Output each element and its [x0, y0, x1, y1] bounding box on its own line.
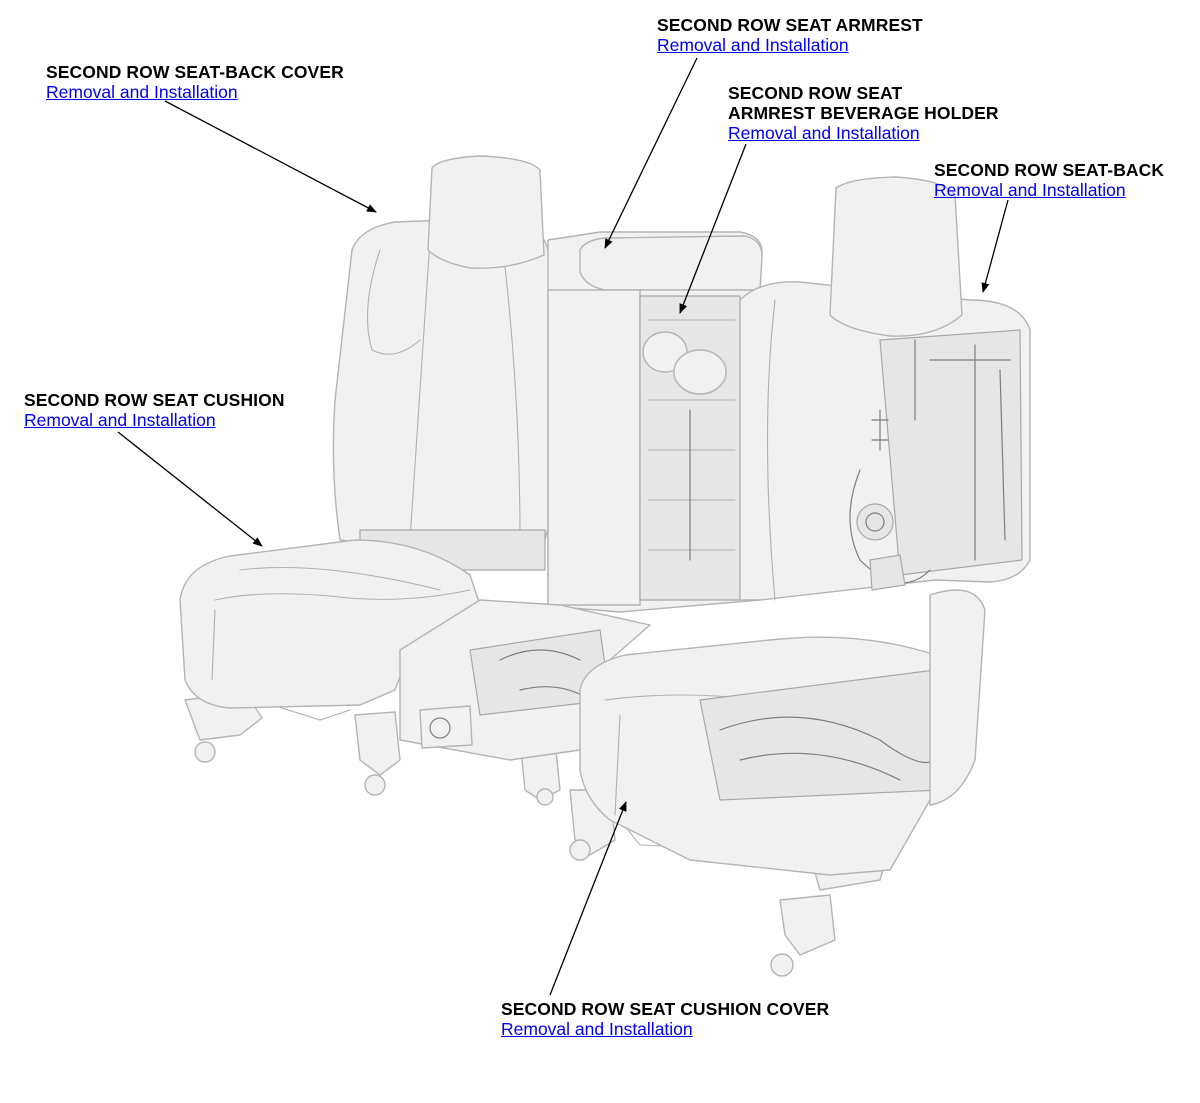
removal-installation-link[interactable]: Removal and Installation: [46, 82, 238, 102]
callout-seat-back-cover: SECOND ROW SEAT-BACK COVER Removal and I…: [46, 62, 344, 103]
center-seat-cushion: [399, 599, 651, 761]
callout-seat-cushion-cover: SECOND ROW SEAT CUSHION COVER Removal an…: [501, 999, 829, 1040]
callout-title: SECOND ROW SEAT ARMREST: [657, 15, 923, 35]
removal-installation-link[interactable]: Removal and Installation: [934, 180, 1126, 200]
removal-installation-link[interactable]: Removal and Installation: [728, 123, 920, 143]
right-seat-back: [739, 176, 1031, 601]
removal-installation-link[interactable]: Removal and Installation: [501, 1019, 693, 1039]
callout-seat-cushion: SECOND ROW SEAT CUSHION Removal and Inst…: [24, 390, 285, 431]
leader-lines: [117, 57, 1009, 996]
callout-title: SECOND ROW SEAT-BACK: [934, 160, 1165, 180]
right-seat-cushion: [579, 589, 986, 876]
callout-armrest-beverage-holder: SECOND ROW SEAT ARMREST BEVERAGE HOLDER …: [728, 83, 999, 144]
center-seat-back: [547, 231, 763, 613]
callout-seat-armrest: SECOND ROW SEAT ARMREST Removal and Inst…: [657, 15, 923, 56]
removal-installation-link[interactable]: Removal and Installation: [24, 410, 216, 430]
callout-title: SECOND ROW SEAT CUSHION: [24, 390, 285, 410]
callout-seat-back: SECOND ROW SEAT-BACK Removal and Install…: [934, 160, 1164, 201]
left-seat-back: [332, 155, 564, 571]
callout-title: SECOND ROW SEAT CUSHION COVER: [501, 999, 830, 1019]
callout-title-line-2: ARMREST BEVERAGE HOLDER: [728, 103, 999, 123]
callout-title-line-1: SECOND ROW SEAT: [728, 83, 903, 103]
callout-title: SECOND ROW SEAT-BACK COVER: [46, 62, 344, 82]
removal-installation-link[interactable]: Removal and Installation: [657, 35, 849, 55]
left-seat-cushion: [179, 539, 481, 709]
